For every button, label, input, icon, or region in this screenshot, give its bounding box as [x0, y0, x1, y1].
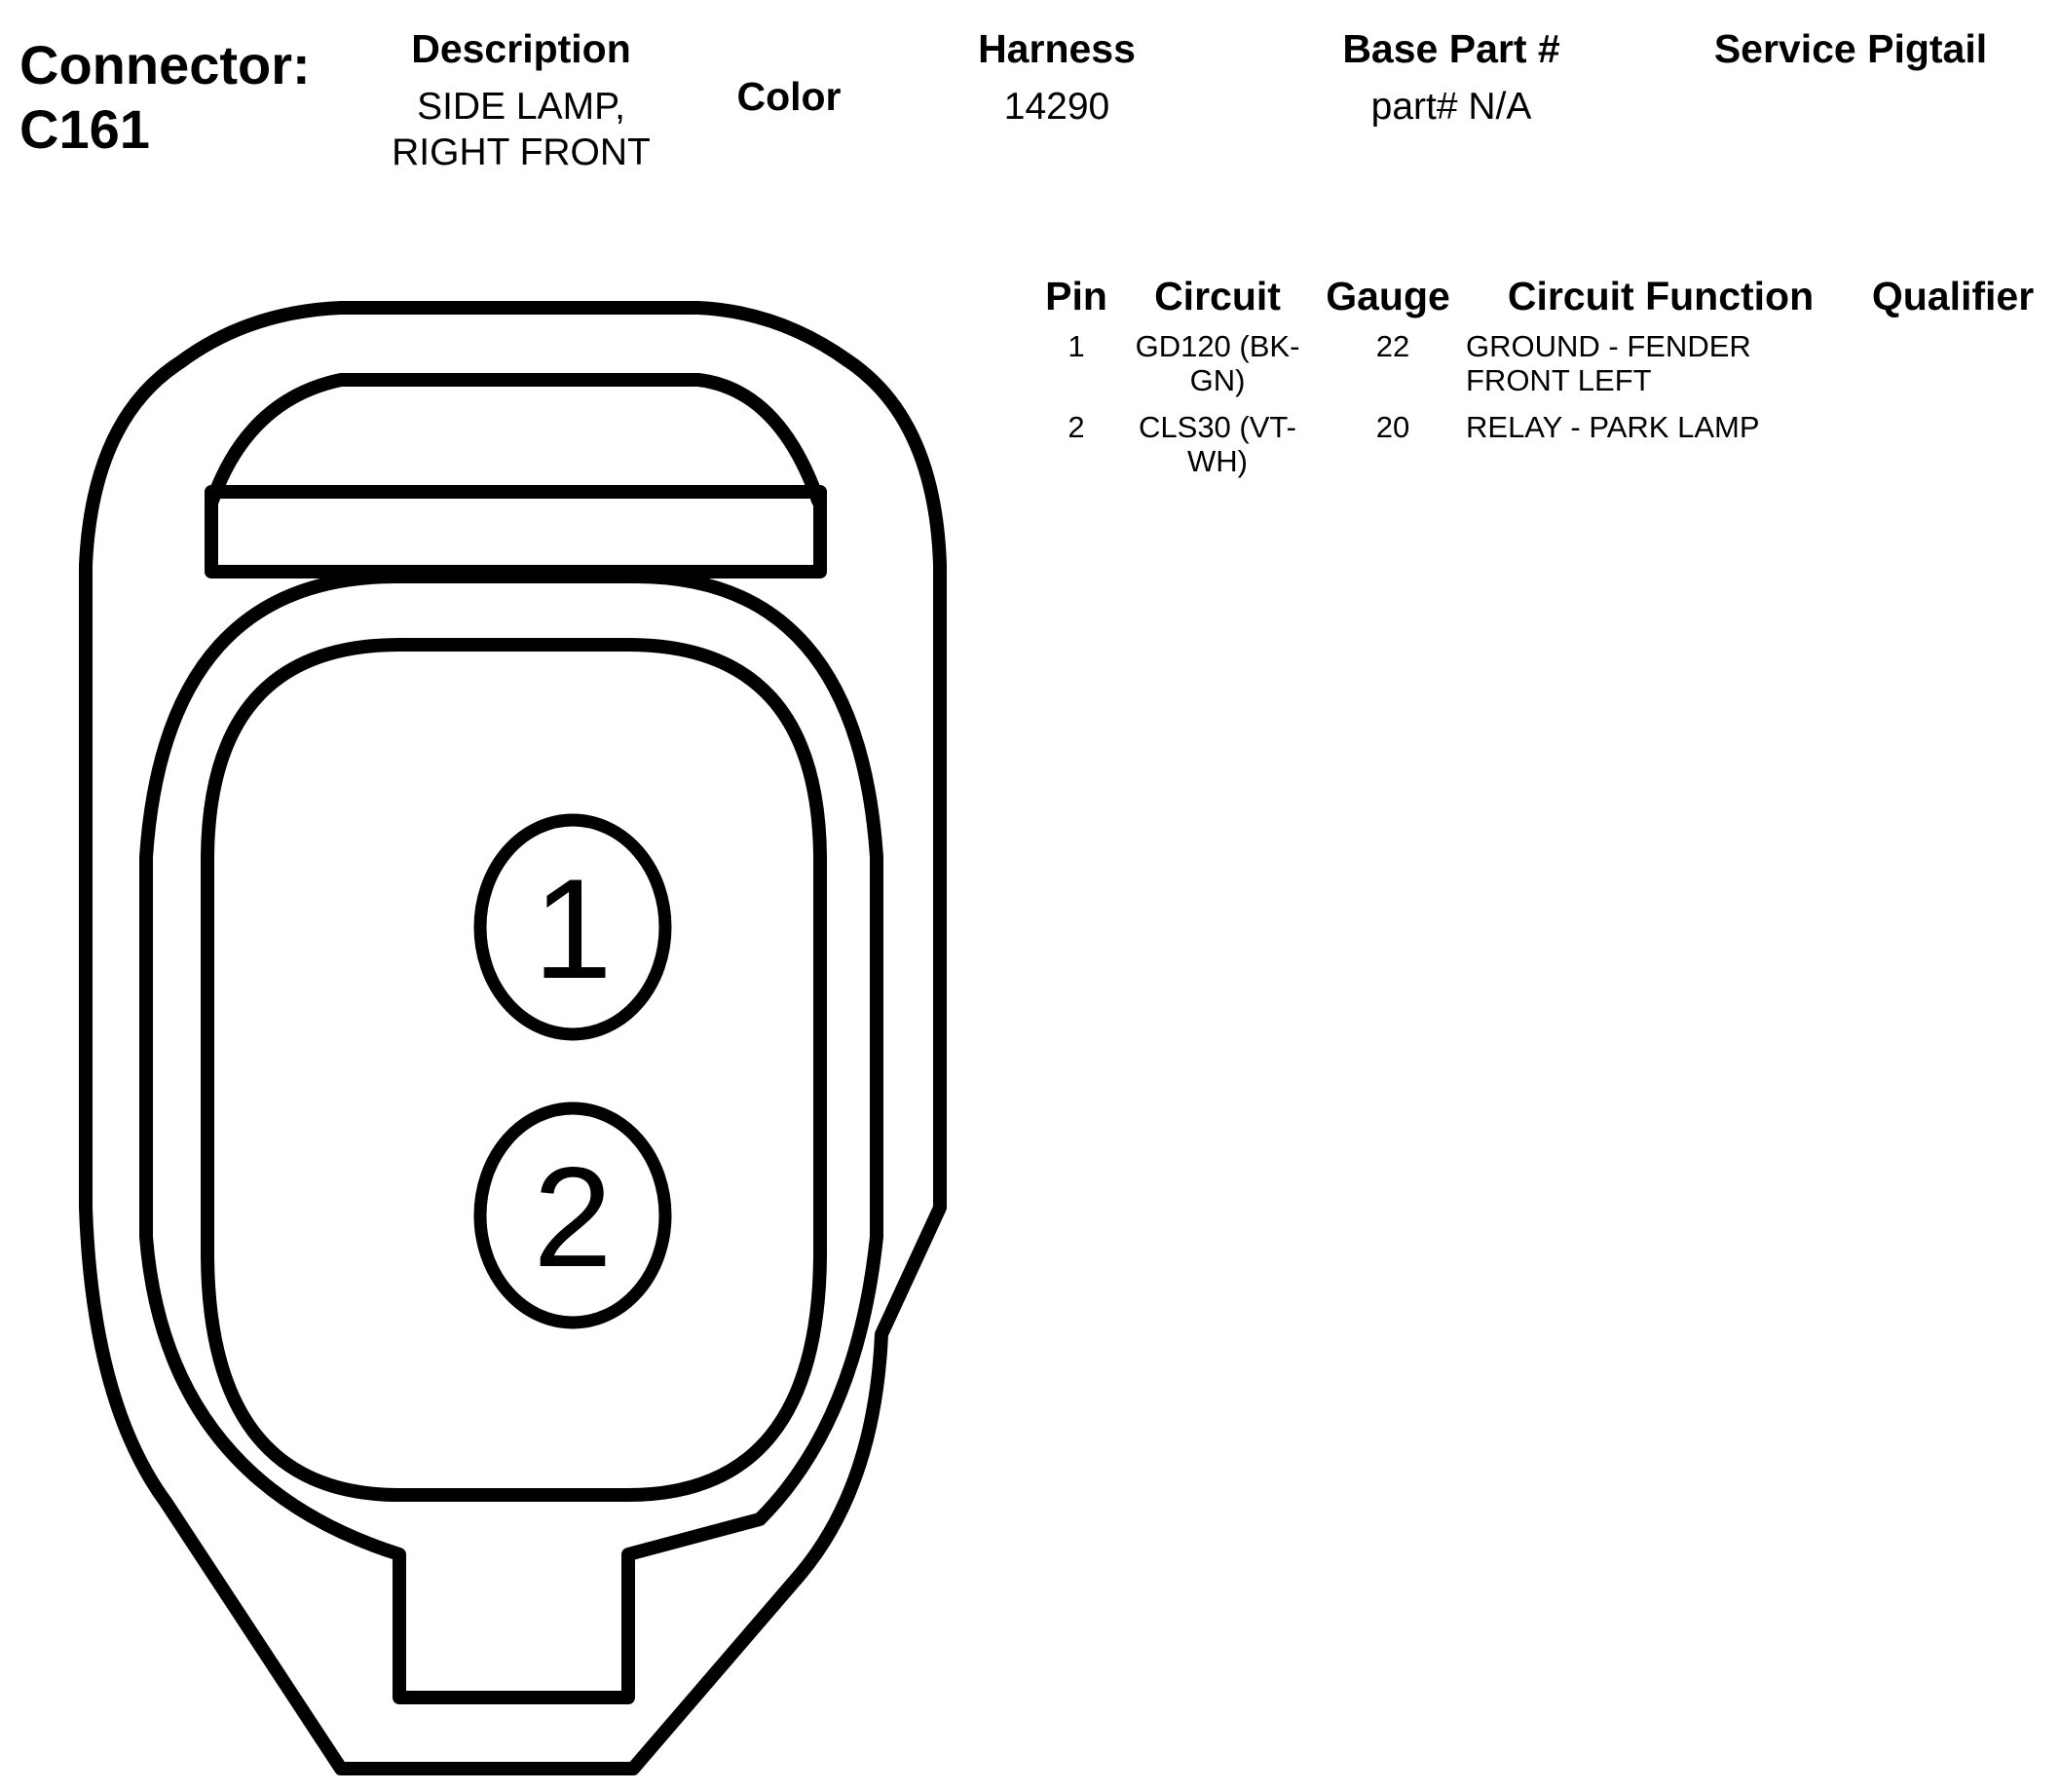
connector-id: C161: [19, 98, 150, 160]
pin-1-outline: [473, 813, 672, 1041]
connector-lock-bar: [205, 485, 827, 579]
pin-2-outline: [473, 1101, 672, 1329]
color-label: Color: [736, 74, 842, 119]
pin-2-label: 2: [533, 1138, 612, 1296]
connector-label: Connector:: [19, 34, 311, 95]
col-circuit-function-header: Circuit Function: [1507, 274, 1815, 318]
connector-middle-contour: [139, 569, 883, 1704]
row-circuit-line1: GD120 (BK-: [1135, 329, 1300, 363]
pin-2-cavity: 2: [473, 1101, 672, 1329]
row-circuit-line1: CLS30 (VT-: [1139, 410, 1296, 444]
connector-outer-housing: [79, 301, 947, 1775]
col-pin-header: Pin: [1045, 274, 1107, 318]
service-pigtail-label: Service Pigtail: [1713, 26, 1988, 71]
col-qualifier-header: Qualifier: [1871, 274, 2035, 318]
pin-1-cavity: 1: [473, 813, 672, 1041]
description-line2: RIGHT FRONT: [392, 131, 651, 173]
row-function-line2: FRONT LEFT: [1466, 363, 1652, 397]
col-gauge-header: Gauge: [1326, 274, 1450, 318]
row-gauge: 22: [1375, 329, 1410, 363]
row-circuit-line2: WH): [1187, 444, 1248, 478]
pin-1-label: 1: [533, 849, 612, 1008]
base-part-label: Base Part #: [1342, 26, 1560, 71]
row-pin: 2: [1068, 410, 1085, 444]
row-function-line1: RELAY - PARK LAMP: [1466, 410, 1760, 444]
description-line1: SIDE LAMP,: [417, 86, 625, 128]
row-circuit-line2: GN): [1189, 363, 1246, 397]
connector-inner-cavity: [201, 638, 827, 1502]
row-function-line1: GROUND - FENDER: [1466, 329, 1751, 363]
connector-face-diagram: 1 2: [79, 301, 947, 1775]
col-circuit-header: Circuit: [1154, 274, 1281, 318]
description-label: Description: [411, 26, 631, 71]
harness-label: Harness: [978, 26, 1136, 71]
connector-lock-tab: [206, 373, 825, 507]
base-part-value: part# N/A: [1370, 86, 1532, 128]
row-gauge: 20: [1375, 410, 1410, 444]
row-pin: 1: [1068, 329, 1085, 363]
harness-value: 14290: [1003, 86, 1110, 128]
